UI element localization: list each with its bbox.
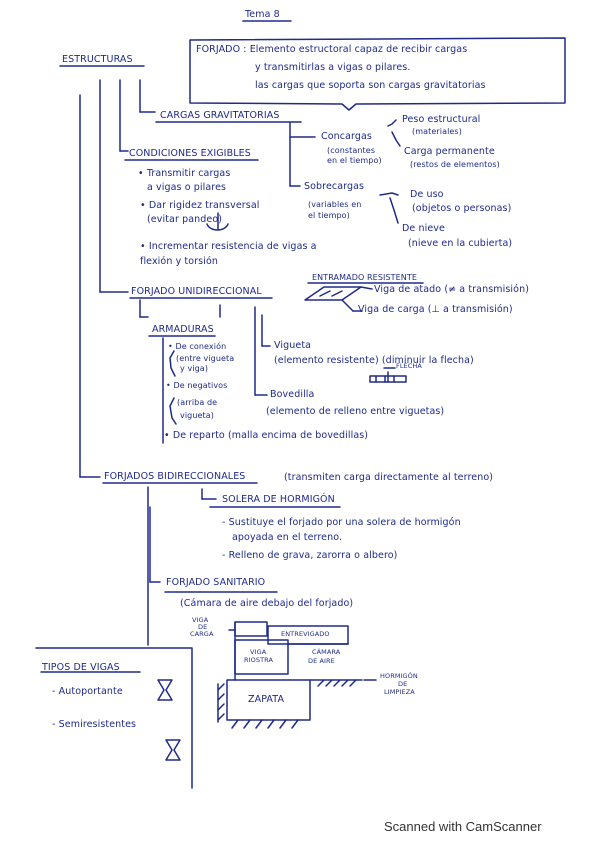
- diagram-hormigon3: LIMPIEZA: [384, 688, 415, 696]
- forjado-definition-line2: y transmitirlas a vigas o pilares.: [255, 62, 411, 73]
- de-nieve-note: (nieve en la cubierta): [408, 238, 513, 249]
- entramado-resistente: ENTRAMADO RESISTENTE: [312, 273, 418, 282]
- solera-line2: apoyada en el terreno.: [232, 532, 343, 543]
- de-uso-note: (objetos o personas): [412, 203, 512, 214]
- armadura-negativos-note1: (arriba de: [177, 398, 218, 407]
- forjado-definition-line3: las cargas que soporta son cargas gravit…: [255, 80, 486, 91]
- tipos-heading: TIPOS DE VIGAS: [42, 662, 120, 673]
- sobrecargas-note2: el tiempo): [308, 211, 350, 220]
- page-title: Tema 8: [245, 9, 280, 20]
- solera-heading: SOLERA DE HORMIGÓN: [222, 494, 335, 505]
- vigueta-note: (elemento resistente) (diminuir la flech…: [274, 355, 474, 366]
- solera-line3: - Relleno de grava, zarorra o albero): [222, 550, 398, 561]
- unidireccional-heading: FORJADO UNIDIRECCIONAL: [131, 286, 262, 297]
- condicion-2-line1: • Dar rigidez transversal: [140, 200, 260, 211]
- diagram-hormigon2: DE: [398, 680, 408, 688]
- bovedilla: Bovedilla: [270, 389, 315, 400]
- armadura-reparto: • De reparto (malla encima de bovedillas…: [164, 430, 369, 441]
- scanner-watermark: Scanned with CamScanner: [384, 819, 542, 834]
- viga-de-atado: Viga de atado (≠ a transmisión): [374, 284, 529, 295]
- armadura-negativos: • De negativos: [166, 381, 228, 390]
- armadura-conexion: • De conexión: [168, 342, 227, 351]
- armaduras-heading: ARMADURAS: [152, 324, 214, 335]
- tipo-autoportante: - Autoportante: [52, 686, 123, 697]
- forjado-definition-line1: FORJADO : Elemento estructoral capaz de …: [196, 44, 468, 55]
- diagram-viga-carga3: CARGA: [190, 630, 214, 638]
- solera-line1: - Sustituye el forjado por una solera de…: [222, 517, 461, 528]
- peso-estructural: Peso estructural: [402, 114, 481, 125]
- de-uso: De uso: [410, 189, 444, 200]
- concargas-note2: en el tiempo): [327, 156, 382, 165]
- diagram-entrevigado: ENTREVIGADO: [281, 630, 330, 638]
- diagram-camara2: DE AIRE: [308, 657, 335, 665]
- root-node: ESTRUCTURAS: [62, 54, 133, 65]
- diagram-camara1: CÁMARA: [312, 648, 341, 656]
- diagram-viga-carga1: VIGA: [192, 616, 209, 624]
- cargas-heading: CARGAS GRAVITATORIAS: [160, 110, 280, 121]
- concargas: Concargas: [321, 131, 372, 142]
- diagram-viga-riostra1: VIGA: [250, 648, 267, 656]
- sanitario-heading: FORJADO SANITARIO: [166, 577, 266, 588]
- diagram-viga-riostra2: RIOSTRA: [244, 656, 274, 664]
- tipo-semiresistentes: - Semiresistentes: [52, 719, 137, 730]
- diagram-viga-carga2: DE: [198, 623, 208, 631]
- condicion-2-line2: (evitar pandeo): [147, 214, 223, 225]
- peso-estructural-note: (materiales): [412, 127, 462, 136]
- bidireccionales-note: (transmiten carga directamente al terren…: [284, 472, 494, 483]
- carga-permanente-note: (restos de elementos): [410, 160, 500, 169]
- armadura-conexion-note2: y viga): [180, 364, 209, 373]
- condicion-3-line1: • Incrementar resistencia de vigas a: [140, 241, 317, 252]
- diagram-zapata: ZAPATA: [248, 694, 285, 705]
- condicion-1-line1: • Transmitir cargas: [138, 168, 231, 179]
- diagram-hormigon1: HORMIGÓN: [380, 672, 418, 680]
- armadura-conexion-note1: (entre vigueta: [176, 354, 235, 363]
- carga-permanente: Carga permanente: [404, 146, 495, 157]
- concargas-note1: (constantes: [327, 146, 376, 155]
- bidireccionales-heading: FORJADOS BIDIRECCIONALES: [104, 471, 246, 482]
- condiciones-heading: CONDICIONES EXIGIBLES: [129, 148, 251, 159]
- viga-de-carga: Viga de carga (⊥ a transmisión): [358, 304, 513, 315]
- bovedilla-note: (elemento de relleno entre viguetas): [266, 406, 445, 417]
- sobrecargas-note1: (variables en: [308, 200, 362, 209]
- flecha-label: FLECHA: [396, 362, 422, 370]
- condicion-1-line2: a vigas o pilares: [147, 182, 227, 193]
- de-nieve: De nieve: [402, 223, 445, 234]
- sanitario-note: (Cámara de aire debajo del forjado): [180, 598, 354, 609]
- armadura-negativos-note2: vigueta): [180, 411, 214, 420]
- condicion-3-line2: flexión y torsión: [140, 256, 218, 267]
- vigueta: Vigueta: [274, 340, 312, 351]
- sobrecargas: Sobrecargas: [304, 181, 365, 192]
